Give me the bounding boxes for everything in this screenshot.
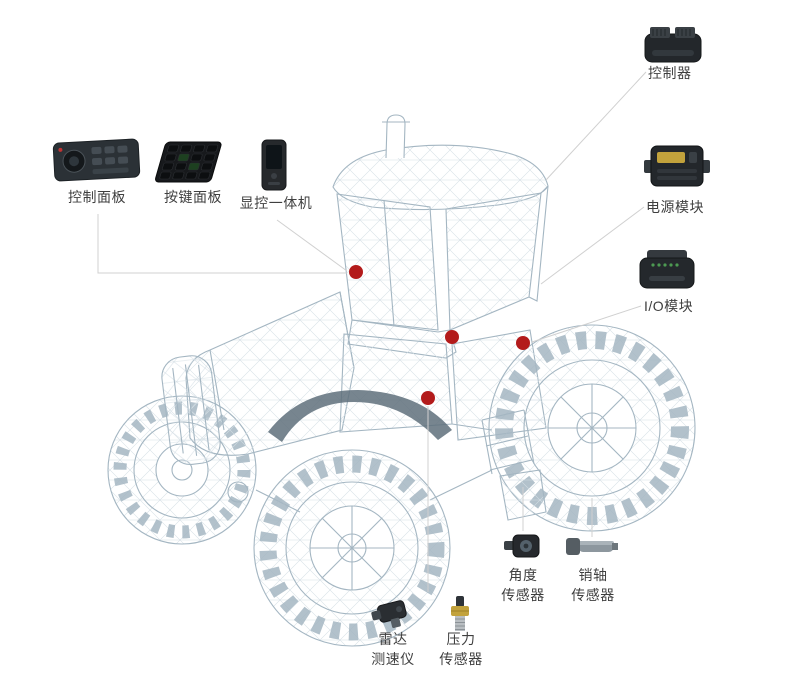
display-unit-image — [261, 139, 287, 191]
pressure-sensor-label: 压力 传感器 — [439, 631, 483, 667]
control-panel-image — [52, 138, 141, 182]
keypad-panel-photo — [154, 140, 224, 184]
display-unit-label: 显控一体机 — [239, 195, 313, 211]
io-module-photo — [636, 248, 698, 292]
io-module-image — [639, 250, 695, 289]
power-module-photo — [644, 136, 710, 194]
marker-dots — [349, 265, 530, 405]
connector-lines — [97, 71, 647, 592]
front-grille — [161, 355, 221, 466]
angle-sensor-image — [504, 534, 540, 558]
tractor-wireframe — [107, 114, 696, 647]
io-module-label: I/O模块 — [644, 298, 694, 314]
radar-speedometer-label: 雷达 测速仪 — [371, 631, 415, 667]
power-module-label: 电源模块 — [646, 199, 704, 215]
radar-speedometer-photo — [370, 596, 414, 632]
component-location-dot — [421, 391, 435, 405]
pin-shaft-sensor-image — [566, 538, 618, 555]
controller-image — [644, 27, 702, 63]
display-unit-photo — [258, 138, 290, 194]
power-module-image — [644, 145, 710, 187]
pin-shaft-sensor-label: 销轴 传感器 — [571, 567, 615, 603]
controller-label: 控制器 — [648, 65, 692, 81]
component-location-dot — [349, 265, 363, 279]
radar-speedometer-image — [371, 600, 407, 628]
component-location-dot — [445, 330, 459, 344]
control-panel-label: 控制面板 — [68, 189, 126, 205]
keypad-panel-image — [154, 141, 222, 183]
angle-sensor-label: 角度 传感器 — [501, 567, 545, 603]
angle-sensor-photo — [504, 530, 544, 562]
pressure-sensor-image — [451, 596, 469, 631]
front-center-wheel — [253, 449, 451, 647]
controller-photo — [641, 22, 705, 66]
keypad-panel-label: 按键面板 — [164, 189, 222, 205]
fender — [268, 390, 452, 442]
component-location-dot — [516, 336, 530, 350]
pin-shaft-sensor-photo — [564, 536, 620, 558]
pressure-sensor-photo — [446, 594, 474, 634]
control-panel-photo — [52, 136, 142, 184]
